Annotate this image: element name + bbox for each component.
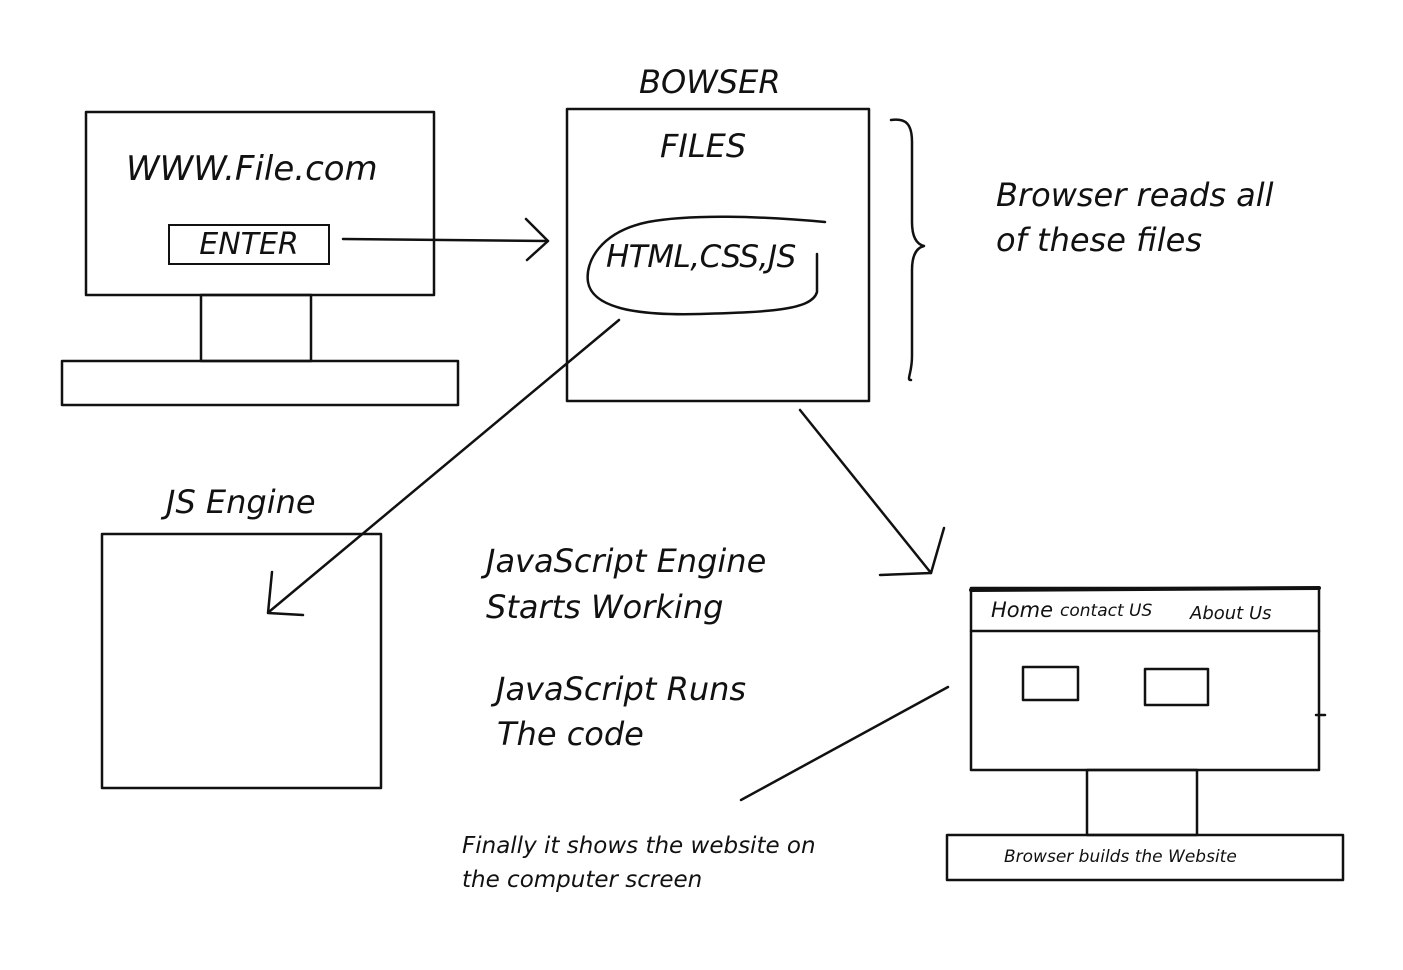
file-types-ellipse [586,215,827,316]
engine-starts-line-2: Starts Working [486,588,724,626]
engine-starts-line-1: JavaScript Engine [486,542,767,580]
final-note-pointer [739,685,950,802]
curly-brace [889,118,926,382]
arrow-to-browser-line [341,237,550,243]
arrow-to-engine-head [266,570,305,617]
file-types-label: HTML,CSS,JS [606,239,796,275]
engine-runs-line-1: JavaScript Runs [496,670,747,708]
arrow-to-browser-head [524,217,550,262]
enter-button[interactable]: ENTER [168,224,330,265]
js-engine-title: JS Engine [166,483,316,521]
computer-monitor [84,110,436,297]
browser-title: BOWSER [639,63,781,101]
computer-stand [199,293,313,363]
reads-note-line-1: Browser reads all [996,176,1274,214]
nav-contact-us[interactable]: contact US [1060,601,1153,621]
result-base [945,833,1345,882]
final-note-line-1: Finally it shows the website on [462,833,816,859]
base-caption: Browser builds the Website [1004,847,1237,867]
arrow-to-website-line [798,408,933,575]
arrow-to-engine-line [268,318,621,613]
final-note-line-2: the computer screen [462,867,703,893]
nav-about-us[interactable]: About Us [1190,603,1272,624]
url-text: WWW.File.com [126,149,378,189]
result-stand [1085,768,1199,837]
js-engine-box [100,532,383,790]
files-label: FILES [660,127,747,165]
reads-note-line-2: of these files [996,221,1202,259]
nav-home[interactable]: Home [991,598,1054,622]
website-box-1 [1021,665,1080,702]
website-box-2 [1143,667,1210,707]
arrow-to-website-head [878,526,946,577]
computer-base [60,359,460,407]
engine-runs-line-2: The code [497,715,644,753]
browser-box [565,107,871,403]
result-monitor-top-edge [969,586,1321,592]
